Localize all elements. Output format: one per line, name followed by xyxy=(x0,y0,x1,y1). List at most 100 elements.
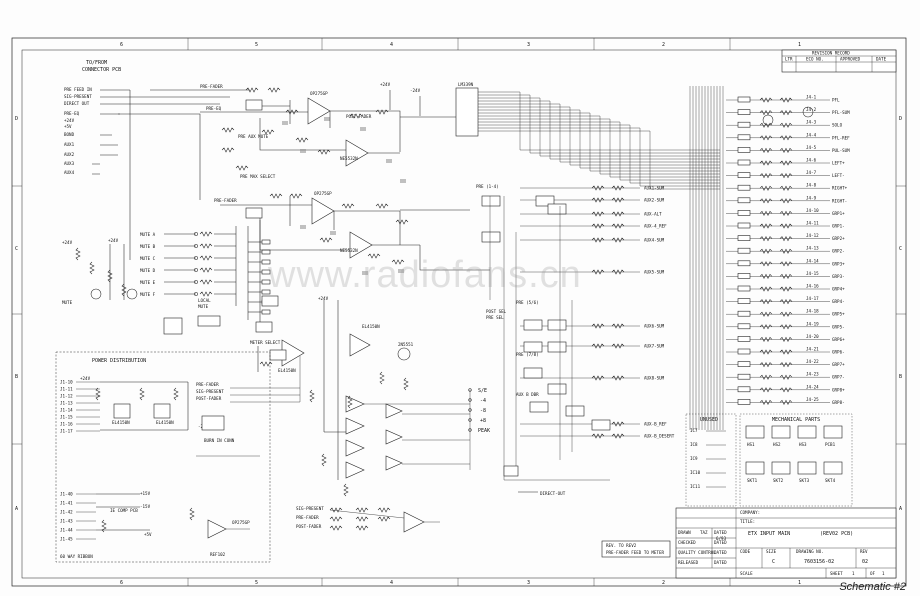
bus-switch xyxy=(737,109,751,115)
bus-resistor xyxy=(759,210,773,217)
mechanical-label: SKT2 xyxy=(773,478,784,483)
watermark: www.radiofans.cn xyxy=(268,254,582,296)
bus-resistor xyxy=(779,336,793,343)
ic-label-1: OP275GP xyxy=(310,91,328,96)
title-block: COMPANY: TITLE: ETX INPUT MAIN (REV02 PC… xyxy=(675,507,897,579)
meter-resistor xyxy=(355,525,369,531)
pre-fader-label: PRE-FADER xyxy=(200,84,223,89)
direct-out-label: DIRECT-OUT xyxy=(540,491,566,496)
meter-resistor xyxy=(343,483,349,497)
zone-label-right: A xyxy=(899,506,902,512)
bus-switch xyxy=(737,361,751,367)
left-connector: PRE FEED IN SIG-PRESENT DIRECT OUT PRE-E… xyxy=(64,87,150,175)
note-line-1: REV. TO REV2 xyxy=(606,543,637,548)
mechanical-label: SKT4 xyxy=(825,478,836,483)
size-value: C xyxy=(772,559,775,565)
bus-output-pin: J4-20 xyxy=(806,334,819,339)
mute-relay xyxy=(163,317,183,335)
power-sub-2: BURN IN CONN xyxy=(204,438,235,443)
mute-resistor xyxy=(199,243,213,249)
meter-out-4: -4 xyxy=(480,398,486,404)
bus-resistor xyxy=(759,198,773,204)
meter-out-peak: PEAK xyxy=(478,428,490,434)
sig-bond: BOND xyxy=(64,132,75,137)
resistor xyxy=(319,237,333,243)
bus-output-label: GRP5- xyxy=(832,324,845,329)
zone-label-left: B xyxy=(15,374,18,380)
local-mute-label-1: LOCAL xyxy=(198,298,211,303)
aux-resistor xyxy=(611,223,625,229)
sig-plus24: +24V xyxy=(64,118,75,123)
aux-resistor xyxy=(611,375,625,381)
meter-resistor xyxy=(321,453,327,467)
aux-resistor xyxy=(591,343,605,349)
connector-title-line1: TO/FROM xyxy=(86,60,107,66)
power-pin: J1-43 xyxy=(60,519,73,524)
meter-pin xyxy=(468,418,472,422)
mute-diode xyxy=(194,292,198,296)
zone-label-bottom: 4 xyxy=(390,580,393,586)
bus-output-label: SOLO xyxy=(832,123,843,128)
bus-output-pin: J4-2 xyxy=(806,107,817,112)
mute-switch xyxy=(261,259,271,265)
comparator xyxy=(345,439,365,457)
aux-switch xyxy=(547,383,567,395)
bus-output-pin: J4-22 xyxy=(806,359,819,364)
pre-1-4-label: PRE (1-4) xyxy=(476,184,499,189)
schematic-caption: Schematic #2 xyxy=(839,581,906,593)
bus-switch xyxy=(737,147,751,153)
zone-label-top: 6 xyxy=(120,42,123,48)
bus-lines xyxy=(478,86,724,430)
mute-diode xyxy=(194,268,198,272)
resistor xyxy=(317,149,331,155)
meter-wire xyxy=(329,509,405,519)
aux-send-section: AUX1-SUMAUX2-SUMAUX-ALTAUX-4_REFAUX4-SUM… xyxy=(481,185,675,493)
meter-resistor xyxy=(329,516,343,522)
bus-resistor xyxy=(759,185,773,191)
switch xyxy=(261,295,279,307)
aux-resistor xyxy=(611,197,625,203)
bus-resistor xyxy=(759,298,773,305)
comparator xyxy=(345,395,365,413)
bus-switch xyxy=(737,247,751,254)
aux-resistor xyxy=(591,211,605,217)
bus-resistor xyxy=(779,248,793,254)
mechanical-part xyxy=(745,461,765,475)
bus-resistor xyxy=(759,374,773,380)
bus-output-label: PFL-SUM xyxy=(832,110,850,115)
meter-resistor xyxy=(379,371,385,385)
drawn-label: DRAWN xyxy=(678,530,691,535)
power-pin: J1-41 xyxy=(60,501,73,506)
power-pin: J1-10 xyxy=(60,380,73,385)
aux-output-label: AUX4-SUM xyxy=(644,238,665,243)
meter-resistor xyxy=(355,507,369,513)
bus-output-pin: J4-6 xyxy=(806,158,817,163)
resistor xyxy=(295,137,309,143)
comparator xyxy=(385,403,403,419)
meter-section xyxy=(230,300,472,533)
drawing-label: DRAWING NO. xyxy=(796,549,824,554)
rail-label: +24V xyxy=(62,240,73,245)
bus-resistor xyxy=(759,387,773,393)
mechanical-parts: MECHANICAL PARTS xyxy=(739,413,853,507)
drawn-date-label: DATED xyxy=(714,530,727,535)
bus-output-label: GRP3- xyxy=(832,274,845,279)
power-pin: J1-12 xyxy=(60,394,73,399)
mute-diode xyxy=(194,244,198,248)
bus-resistor xyxy=(779,399,793,406)
title-main: ETX INPUT MAIN xyxy=(748,531,790,537)
released-date-label: DATED xyxy=(714,560,727,565)
sig-aux1: AUX1 xyxy=(64,142,75,147)
size-label: SIZE xyxy=(766,549,777,554)
resistor xyxy=(221,127,235,133)
resistor xyxy=(391,259,405,265)
opamp-stages: OP275GP OP275GP NE5532N NE5532N EL4150N … xyxy=(214,91,490,373)
aux-output-label: AUX-4_REF xyxy=(644,224,667,229)
switch xyxy=(269,349,287,361)
bus-output-label: GRP7+ xyxy=(832,362,845,367)
bus-switch xyxy=(737,184,751,191)
mute-label: MUTE B xyxy=(140,244,156,249)
power-pin: J1-17 xyxy=(60,429,73,434)
bus-switch xyxy=(737,197,751,204)
aux-output-label: AUX8-SUM xyxy=(644,376,665,381)
